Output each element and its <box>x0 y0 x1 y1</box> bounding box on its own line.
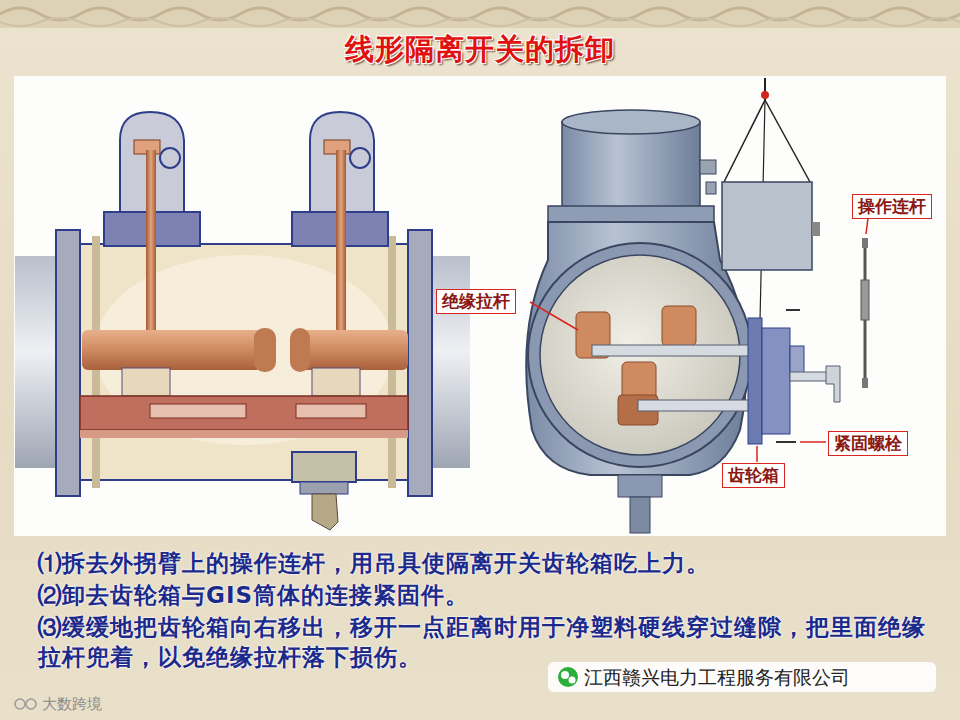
illustration-part <box>592 345 768 356</box>
illustration-part <box>548 662 936 692</box>
illustration-part <box>765 100 810 182</box>
illustration-part <box>312 368 360 396</box>
illustration-part <box>562 122 700 214</box>
illustration-part <box>80 430 408 438</box>
illustration-part <box>78 244 410 480</box>
illustration-part <box>562 110 700 134</box>
illustration-part <box>800 441 826 443</box>
illustration-part <box>0 18 960 26</box>
illustration-part <box>776 441 796 443</box>
illustration-part <box>0 0 960 28</box>
slide-title: 线形隔离开关的拆卸 <box>345 30 615 70</box>
illustration-part <box>296 330 408 370</box>
illustration-part <box>762 328 790 434</box>
illustration-part <box>26 699 36 709</box>
illustration-part <box>630 497 650 533</box>
illustration-part <box>15 699 25 709</box>
illustration-part <box>290 328 310 372</box>
illustration-part <box>761 91 769 99</box>
illustration-part <box>748 318 762 444</box>
illustration-part <box>408 230 432 496</box>
illustration-part <box>862 378 868 388</box>
illustration-part <box>569 677 576 684</box>
callout-box: 绝缘拉杆 <box>436 289 516 314</box>
illustration-part <box>350 148 370 168</box>
step-text: ⑵卸去齿轮箱与GIS筒体的连接紧固件。 <box>38 580 938 610</box>
illustration-part <box>812 222 820 236</box>
illustration-part <box>561 671 569 679</box>
callout-label: 紧固螺栓 <box>834 433 902 454</box>
decor-band <box>0 0 960 28</box>
illustration-part <box>706 182 716 194</box>
illustration-part <box>300 482 348 494</box>
panel <box>14 76 946 536</box>
callout-label: 齿轮箱 <box>728 465 779 486</box>
illustration-part <box>80 396 408 430</box>
step-text: ⑴拆去外拐臂上的操作连杆，用吊具使隔离开关齿轮箱吃上力。 <box>38 548 938 578</box>
illustration-part <box>296 404 366 418</box>
illustration-part <box>160 148 180 168</box>
illustration-part <box>150 404 246 418</box>
illustration-part <box>722 182 812 270</box>
callout-box: 齿轮箱 <box>722 463 785 488</box>
illustration-part <box>56 230 80 496</box>
illustration-part <box>82 330 262 370</box>
illustration-part <box>254 328 276 372</box>
illustration-part <box>724 100 765 182</box>
callout-label: 绝缘拉杆 <box>442 291 510 312</box>
illustration-part <box>312 494 338 530</box>
illustration-part <box>618 475 662 497</box>
illustration-part <box>122 368 170 396</box>
illustration-part <box>786 309 800 311</box>
illustration-part <box>292 452 356 482</box>
step-text: ⑶缓缓地把齿轮箱向右移出，移开一点距离时用于净塑料硬线穿过缝隙，把里面绝缘拉杆兜… <box>38 612 933 672</box>
illustration-part <box>662 306 696 346</box>
illustration-part <box>548 206 714 222</box>
end-view <box>526 78 869 533</box>
leader-lines <box>530 218 868 462</box>
callout-box: 紧固螺栓 <box>828 431 908 456</box>
section-view <box>15 112 470 530</box>
illustration-part <box>558 667 578 687</box>
illustration-part <box>756 446 758 462</box>
callout-label: 操作连杆 <box>858 196 926 217</box>
illustration-part <box>700 160 716 174</box>
watermark-text: 江西赣兴电力工程服务有限公司 <box>584 665 850 689</box>
illustration-part <box>530 302 578 330</box>
illustration-part <box>861 280 869 320</box>
callout-box: 操作连杆 <box>852 194 932 219</box>
illustration-part <box>826 366 840 402</box>
illustration-part <box>866 218 868 234</box>
watermark-text: 大数跨境 <box>42 695 102 713</box>
illustration-part <box>862 238 868 248</box>
